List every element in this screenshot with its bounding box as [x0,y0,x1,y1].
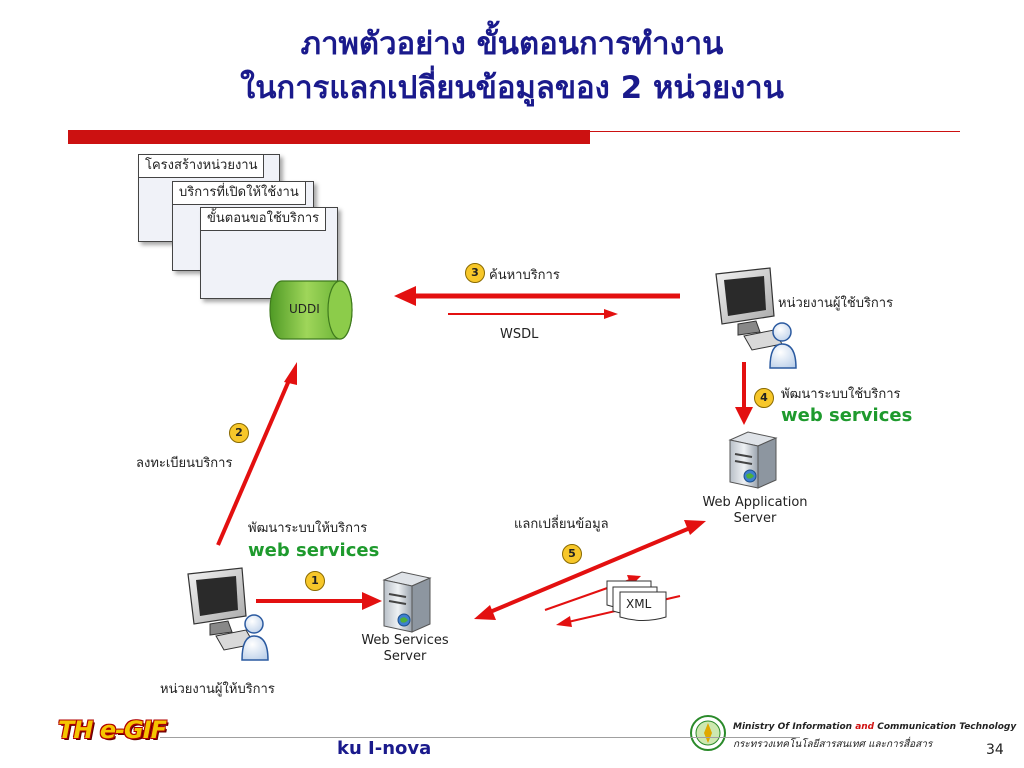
provider-dev-sub: web services [248,540,380,561]
page-title-line1: ภาพตัวอย่าง ขั้นตอนการทำงาน [300,26,724,62]
consumer-label: หน่วยงานผู้ใช้บริการ [778,296,894,311]
page-number: 34 [986,742,1004,758]
step-1-badge: 1 [305,571,325,591]
uddi-label: UDDI [289,302,320,316]
doc-services-label: บริการที่เปิดให้ใช้งาน [173,182,306,205]
step-2-badge: 2 [229,423,249,443]
web-application-server-icon [728,431,778,489]
step-3-badge: 3 [465,263,485,283]
page-title-line2: ในการแลกเปลี่ยนข้อมูลของ 2 หน่วยงาน [240,70,784,106]
title-underline-rule [590,131,960,132]
doc-steps-label: ขั้นตอนขอใช้บริการ [201,208,327,231]
xml-document-icon [606,580,667,621]
ministry-en-part-b: Communication Technology [874,722,1017,732]
xml-label: XML [626,597,652,611]
ws-server-line1: Web Services [361,633,449,648]
wa-server-line2: Server [733,511,777,526]
footer-divider [160,737,800,738]
consumer-computer-icon [715,267,783,351]
provider-dev-label: พัฒนาระบบให้บริการ [248,521,368,536]
footer-center-text: ku I-nova [337,738,432,759]
title-underline-bar [68,130,590,144]
uddi-database-icon [269,280,353,340]
arrow-search-service [394,286,680,306]
wsdl-label: WSDL [500,327,539,342]
wa-server-line1: Web Application [702,495,808,510]
provider-person-icon [241,614,269,661]
arrow-register-service [216,362,297,546]
web-services-server-icon [382,571,432,633]
step-5-label: แลกเปลี่ยนข้อมูล [514,517,609,532]
footer-brand-logo: TH e-GIF [58,716,167,744]
ministry-name-th: กระทรวงเทคโนโลยีสารสนเทศ และการสื่อสาร [733,739,933,750]
consumer-person-icon [769,322,797,369]
step-4-badge: 4 [754,388,774,408]
ministry-en-and: and [855,722,875,732]
provider-label: หน่วยงานผู้ให้บริการ [160,682,275,697]
arrow-develop-consumer [735,362,753,425]
ministry-name-en: Ministry Of Information and Communicatio… [733,722,1016,732]
ws-server-line2: Server [383,649,427,664]
step-3-label: ค้นหาบริการ [489,268,560,283]
doc-structure-label: โครงสร้างหน่วยงาน [139,155,265,178]
arrow-wsdl [448,309,618,319]
step-4-sub: web services [781,405,913,426]
arrow-provider-to-server [256,592,382,610]
arrow-data-exchange [474,520,706,620]
provider-computer-icon [187,567,255,651]
step-5-badge: 5 [562,544,582,564]
step-4-label: พัฒนาระบบใช้บริการ [781,387,901,402]
ministry-en-part-a: Ministry Of Information [733,722,856,732]
ministry-logo-icon [690,715,726,751]
step-2-label: ลงทะเบียนบริการ [136,456,233,471]
